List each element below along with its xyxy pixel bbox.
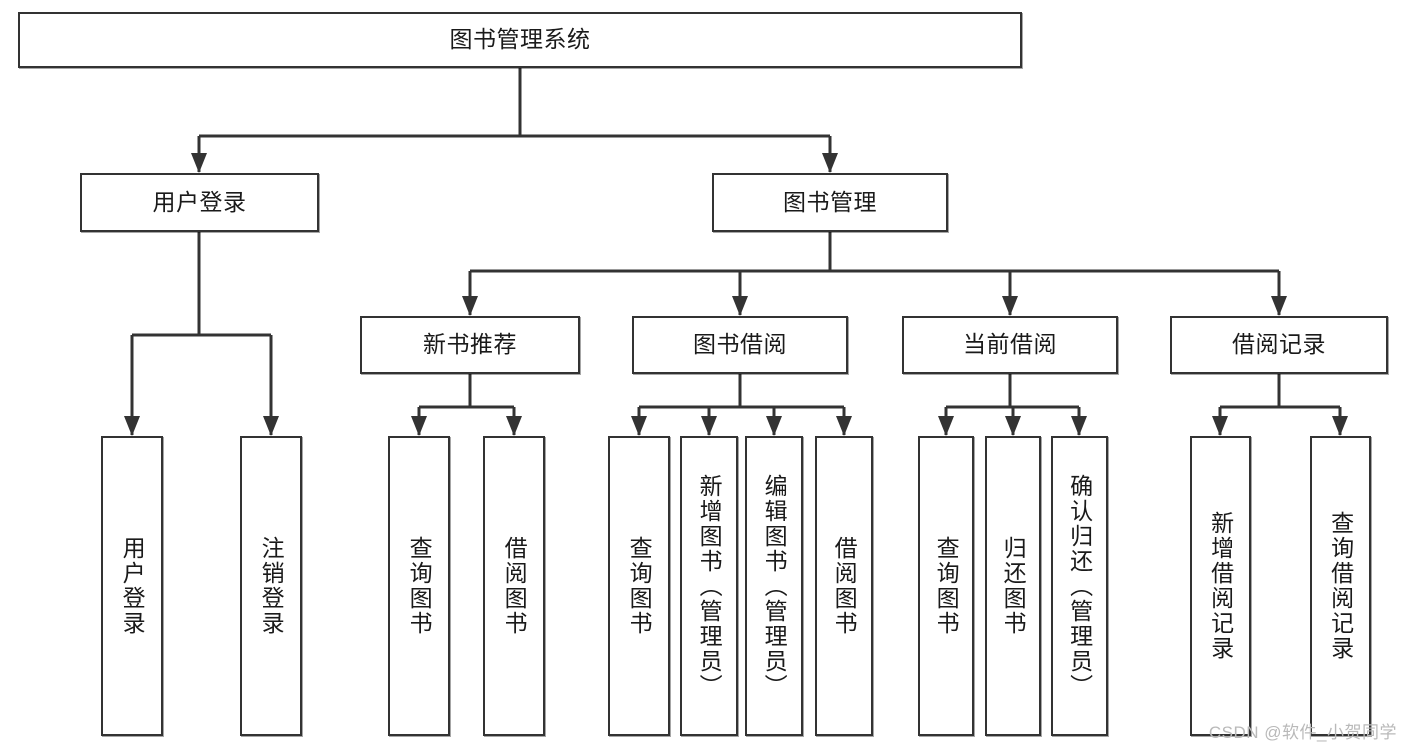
node-label: 用户登录: [152, 188, 247, 215]
arrow-head-icon-book-manage-to-level2-0: [462, 296, 478, 316]
node-leaf-user-login[interactable]: 用户登录: [101, 436, 163, 736]
node-leaf-borrow-book-1[interactable]: 借阅图书: [483, 436, 545, 736]
node-leaf-logout[interactable]: 注销登录: [240, 436, 302, 736]
arrow-head-icon-current-borrow-to-leaves-1: [1005, 416, 1021, 436]
node-book-manage[interactable]: 图书管理: [712, 173, 948, 232]
node-user-login[interactable]: 用户登录: [80, 173, 319, 232]
node-label: 图书管理系统: [449, 26, 591, 53]
node-label: 借阅记录: [1232, 331, 1326, 358]
arrow-head-icon-book-manage-to-level2-1: [732, 296, 748, 316]
arrow-head-icon-root-to-level1-0: [191, 153, 207, 173]
node-label: 查询图书: [933, 536, 960, 636]
arrow-head-icon-book-borrow-to-leaves-0: [631, 416, 647, 436]
watermark-label: CSDN @软件_小贺同学: [1208, 723, 1397, 742]
node-leaf-confirm-return[interactable]: 确认归还（管理员）: [1051, 436, 1108, 736]
arrow-head-icon-new-book-recommend-to-leaves-1: [506, 416, 522, 436]
node-new-book-recommend[interactable]: 新书推荐: [360, 316, 580, 374]
arrow-head-icon-borrow-record-to-leaves-0: [1212, 416, 1228, 436]
arrow-head-icon-current-borrow-to-leaves-2: [1071, 416, 1087, 436]
node-label: 借阅图书: [501, 536, 528, 636]
node-label: 查询借阅记录: [1327, 511, 1354, 661]
arrow-head-icon-current-borrow-to-leaves-0: [938, 416, 954, 436]
node-leaf-add-record[interactable]: 新增借阅记录: [1190, 436, 1251, 736]
arrow-head-icon-new-book-recommend-to-leaves-0: [411, 416, 427, 436]
node-label: 新增借阅记录: [1207, 511, 1234, 661]
node-book-borrow[interactable]: 图书借阅: [632, 316, 848, 374]
arrow-head-icon-book-borrow-to-leaves-3: [836, 416, 852, 436]
node-leaf-query-book-2[interactable]: 查询图书: [608, 436, 670, 736]
arrow-head-icon-book-manage-to-level2-2: [1002, 296, 1018, 316]
node-leaf-query-record[interactable]: 查询借阅记录: [1310, 436, 1371, 736]
node-label: 查询图书: [406, 536, 433, 636]
node-label: 新增图书（管理员）: [696, 473, 723, 699]
node-label: 当前借阅: [963, 331, 1057, 358]
arrow-head-icon-book-manage-to-level2-3: [1271, 296, 1287, 316]
node-current-borrow[interactable]: 当前借阅: [902, 316, 1118, 374]
node-label: 归还图书: [1000, 536, 1027, 636]
node-leaf-edit-book[interactable]: 编辑图书（管理员）: [745, 436, 803, 736]
node-label: 注销登录: [258, 536, 285, 636]
arrow-head-icon-root-to-level1-1: [822, 153, 838, 173]
arrow-head-icon-book-borrow-to-leaves-2: [766, 416, 782, 436]
node-label: 图书管理: [783, 188, 877, 215]
node-leaf-borrow-book-2[interactable]: 借阅图书: [815, 436, 873, 736]
arrow-head-icon-user-login-to-leaves-0: [124, 416, 140, 436]
node-root[interactable]: 图书管理系统: [18, 12, 1022, 68]
node-leaf-return-book[interactable]: 归还图书: [985, 436, 1041, 736]
node-label: 新书推荐: [423, 331, 517, 358]
arrow-head-icon-book-borrow-to-leaves-1: [701, 416, 717, 436]
node-label: 图书借阅: [693, 331, 787, 358]
node-label: 借阅图书: [831, 536, 858, 636]
node-label: 用户登录: [119, 536, 146, 636]
node-leaf-query-book-3[interactable]: 查询图书: [918, 436, 974, 736]
node-borrow-record[interactable]: 借阅记录: [1170, 316, 1388, 374]
node-label: 查询图书: [626, 536, 653, 636]
node-label: 确认归还（管理员）: [1066, 473, 1093, 699]
node-label: 编辑图书（管理员）: [761, 473, 788, 699]
node-leaf-query-book-1[interactable]: 查询图书: [388, 436, 450, 736]
arrow-head-icon-user-login-to-leaves-1: [263, 416, 279, 436]
node-leaf-add-book[interactable]: 新增图书（管理员）: [680, 436, 738, 736]
arrow-head-icon-borrow-record-to-leaves-1: [1332, 416, 1348, 436]
